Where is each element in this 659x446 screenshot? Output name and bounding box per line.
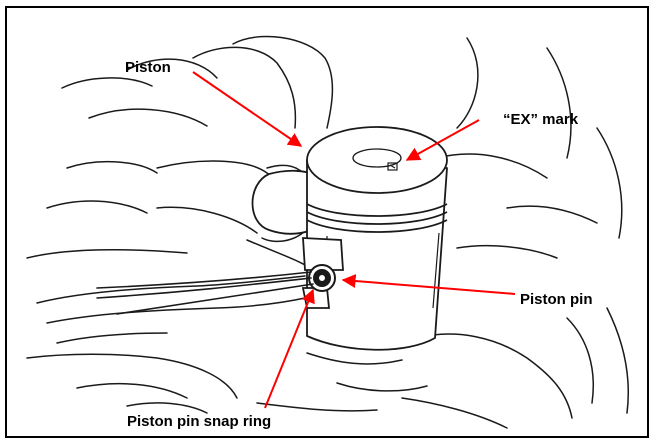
- snap-ring-leader-arrow: [265, 290, 313, 408]
- piston-label: Piston: [125, 60, 171, 75]
- piston-installation-illustration: [7, 8, 649, 438]
- piston-pin-label: Piston pin: [520, 292, 593, 307]
- piston-pin: [309, 265, 335, 291]
- diagram-frame: Piston “EX” mark Piston pin Piston pin s…: [5, 6, 649, 438]
- piston-leader-arrow: [193, 72, 301, 146]
- ex-mark-label: “EX” mark: [503, 112, 578, 127]
- piston-body: [307, 127, 447, 350]
- snap-ring-label: Piston pin snap ring: [127, 414, 271, 429]
